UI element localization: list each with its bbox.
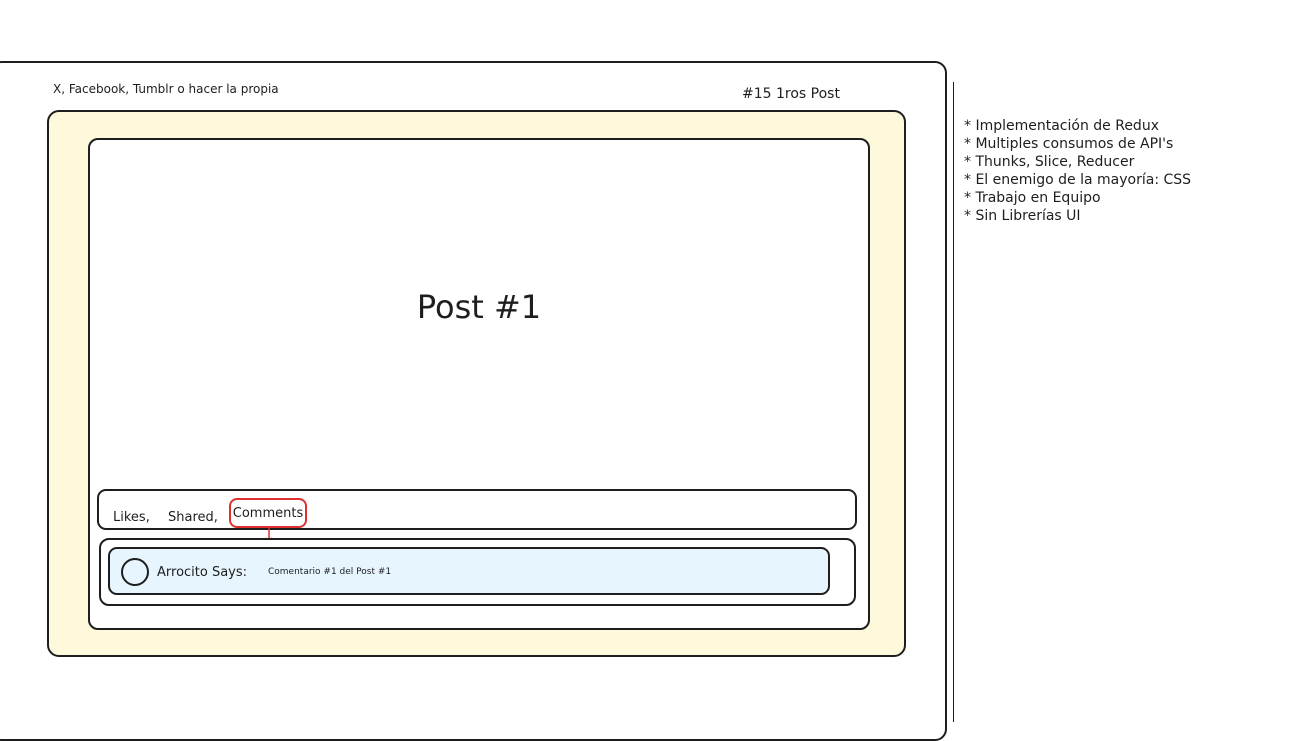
post-title: Post #1 [416, 288, 542, 326]
note-item: * Implementación de Redux [964, 118, 1159, 134]
platform-caption: X, Facebook, Tumblr o hacer la propia [53, 82, 279, 96]
frame-edge-line [953, 82, 954, 722]
avatar [121, 558, 149, 586]
comments-action[interactable]: Comments [229, 498, 307, 528]
post-actions-bar [97, 489, 857, 530]
note-item: * El enemigo de la mayoría: CSS [964, 172, 1192, 188]
note-item: * Thunks, Slice, Reducer [964, 154, 1135, 170]
comment-item [108, 547, 830, 595]
likes-action[interactable]: Likes, [113, 510, 150, 525]
shared-action[interactable]: Shared, [168, 510, 218, 525]
comment-author: Arrocito Says: [157, 565, 248, 580]
note-item: * Trabajo en Equipo [964, 190, 1101, 206]
frame-label: #15 1ros Post [742, 86, 840, 102]
comment-text: Comentario #1 del Post #1 [268, 567, 392, 577]
comments-label: Comments [232, 506, 304, 521]
note-item: * Sin Librerías UI [964, 208, 1081, 224]
feature-notes: * Implementación de Redux * Multiples co… [964, 117, 1191, 225]
note-item: * Multiples consumos de API's [964, 136, 1174, 152]
